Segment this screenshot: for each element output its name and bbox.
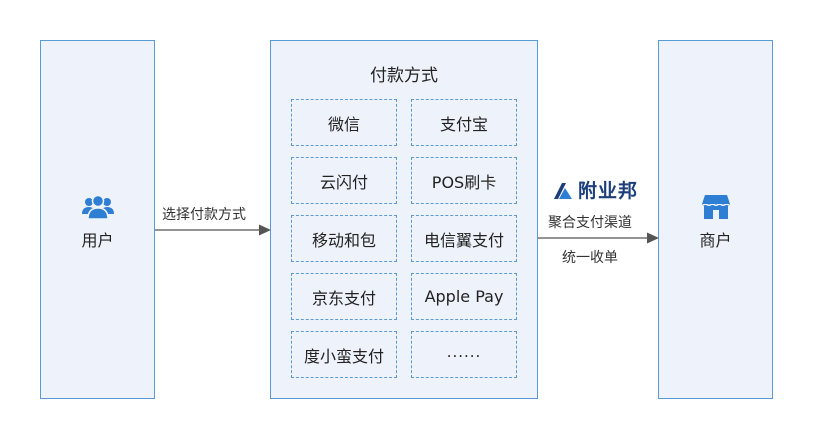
select-payment-label: 选择付款方式 bbox=[162, 207, 246, 223]
payment-methods-grid: 微信 支付宝 云闪付 POS刷卡 移动和包 电信翼支付 京东支付 Apple P… bbox=[291, 99, 517, 378]
aggregate-channel-label: 聚合支付渠道 bbox=[548, 215, 632, 231]
unified-acquiring-label: 统一收单 bbox=[562, 250, 618, 266]
payment-methods-title: 付款方式 bbox=[370, 66, 438, 86]
user-panel: 用户 bbox=[40, 40, 155, 399]
method-alipay: 支付宝 bbox=[411, 99, 517, 146]
method-apple-pay: Apple Pay bbox=[411, 273, 517, 320]
shop-icon bbox=[701, 195, 730, 219]
payment-methods-panel: 付款方式 微信 支付宝 云闪付 POS刷卡 移动和包 电信翼支付 京东支付 Ap… bbox=[270, 40, 538, 399]
merchant-group: 商户 bbox=[659, 193, 772, 251]
brand-mark-icon bbox=[554, 182, 572, 199]
method-cmcc-hebao: 移动和包 bbox=[291, 215, 397, 262]
user-label: 用户 bbox=[81, 231, 114, 250]
method-pos-card: POS刷卡 bbox=[411, 157, 517, 204]
arrow-user-to-payment bbox=[155, 224, 271, 236]
method-telecom-bestpay: 电信翼支付 bbox=[411, 215, 517, 262]
method-duxiaoman-pay: 度小蛮支付 bbox=[291, 331, 397, 378]
method-more: ...... bbox=[411, 331, 517, 378]
brand-name: 附业邦 bbox=[578, 180, 639, 202]
method-jd-pay: 京东支付 bbox=[291, 273, 397, 320]
method-wechat: 微信 bbox=[291, 99, 397, 146]
brand-logo: 附业邦 bbox=[552, 176, 638, 203]
merchant-panel: 商户 bbox=[658, 40, 773, 399]
arrow-payment-to-merchant bbox=[538, 232, 659, 244]
merchant-label: 商户 bbox=[699, 231, 732, 250]
user-group: 用户 bbox=[41, 193, 154, 251]
method-unionpay-quickpass: 云闪付 bbox=[291, 157, 397, 204]
users-icon bbox=[81, 194, 114, 220]
